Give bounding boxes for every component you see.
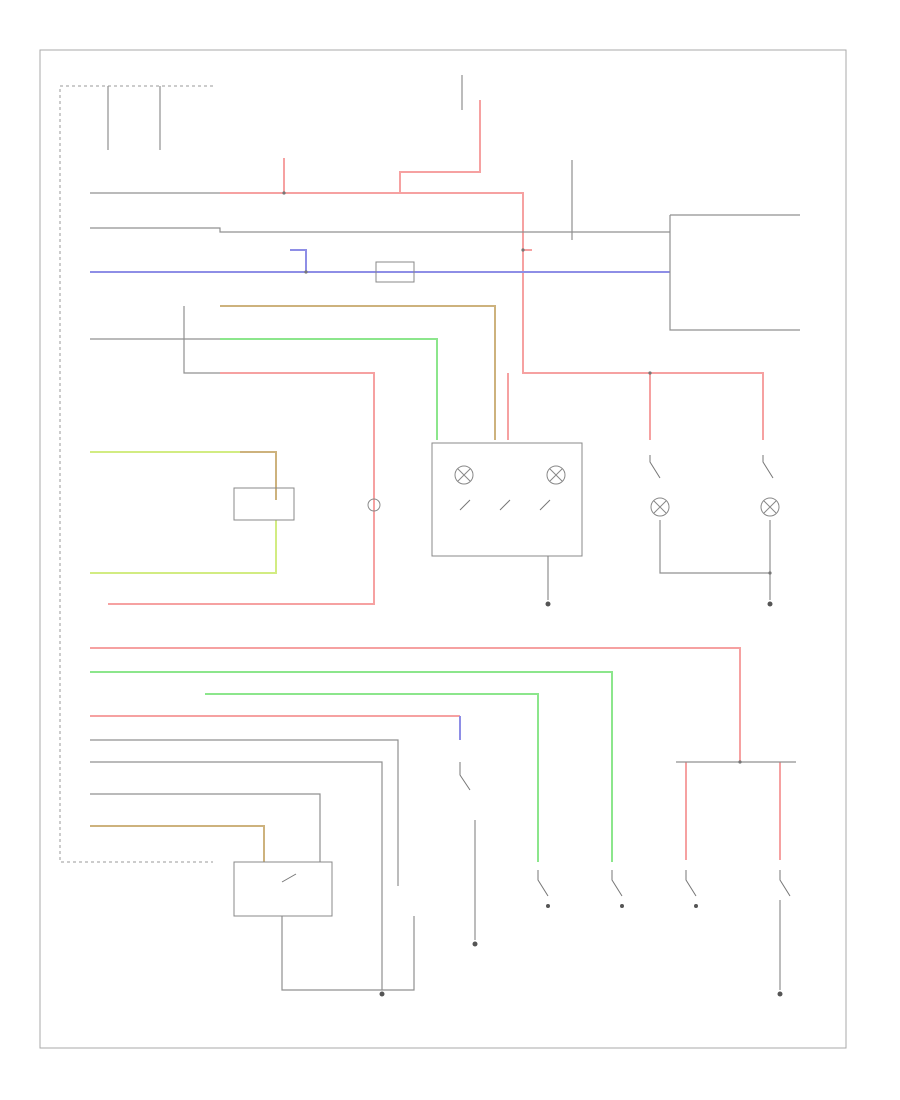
black-wire-chassis [183, 306, 220, 374]
components [233, 261, 583, 917]
yellow-green-wire-lower [90, 520, 277, 574]
ground-icon [777, 991, 783, 997]
ground-icon [472, 941, 478, 947]
green-wire-left-door-switch [90, 671, 613, 862]
splice-icon [768, 571, 772, 575]
illumination-control-box [233, 487, 295, 521]
lamp-icon [760, 497, 780, 517]
room-lamp-box [431, 442, 583, 557]
lamp-icon [650, 497, 670, 517]
switch-icon [685, 870, 697, 897]
tan-wire-lower-switch [90, 825, 265, 862]
tan-circuits [90, 305, 496, 862]
switch-icon [459, 762, 471, 791]
fuse-block-boundary [59, 85, 213, 863]
unlock-warning-switch-box [233, 861, 333, 917]
black-wire-module-left [669, 215, 800, 331]
splice-icon [304, 270, 308, 274]
green-wire-right-door-switch [205, 693, 539, 862]
lamp-icon [367, 498, 381, 512]
splice-icons [282, 191, 772, 764]
tan-wire-room-lamp [220, 305, 496, 440]
red-wire-ground-return-bus [90, 647, 741, 762]
switch-icon [537, 870, 549, 897]
splice-icon [282, 191, 286, 195]
lamp-icon [454, 465, 474, 485]
ground-icons [379, 601, 783, 997]
splice-icon [648, 371, 652, 375]
black-wire-gray-bus-4 [90, 793, 321, 862]
red-circuits [90, 100, 781, 860]
diagram-frame [39, 49, 847, 1049]
tan-wire-illumination [240, 451, 277, 500]
switch-icon [762, 455, 774, 479]
ground-icon [546, 904, 550, 908]
black-wire-gray-bus-2 [90, 739, 399, 886]
black-wire-gray-bus-3 [90, 761, 383, 990]
switch-icon [281, 873, 297, 883]
switch-icon [779, 870, 791, 897]
ground-icon [620, 904, 624, 908]
green-wire-room-lamp [220, 338, 438, 440]
switch-icon [649, 455, 661, 479]
green-circuits [90, 338, 613, 862]
ground-icon [767, 601, 773, 607]
switch-icons [281, 455, 791, 897]
lamp-icon [546, 465, 566, 485]
red-wire-interior-feed [108, 372, 375, 605]
black-circuits [90, 75, 800, 991]
blue-circuits [90, 249, 670, 740]
red-wire-main-power [220, 192, 764, 392]
ground-icon [694, 904, 698, 908]
black-wire-door-ground-left [659, 520, 770, 574]
ground-icon [545, 601, 551, 607]
black-wire-unlock-ground [281, 916, 415, 991]
lamp-icons [367, 465, 780, 517]
switch-icon [611, 870, 623, 897]
blue-wire-branch-up [290, 249, 307, 272]
ground-icon [379, 991, 385, 997]
yellow-green-circuits [90, 451, 277, 574]
relay-box-center [375, 261, 415, 283]
black-wire-dim-bus [90, 227, 670, 233]
splice-icon [738, 760, 742, 764]
red-wire-fuse-up [399, 100, 481, 193]
switch-icon [459, 499, 551, 511]
splice-icon [521, 248, 525, 252]
